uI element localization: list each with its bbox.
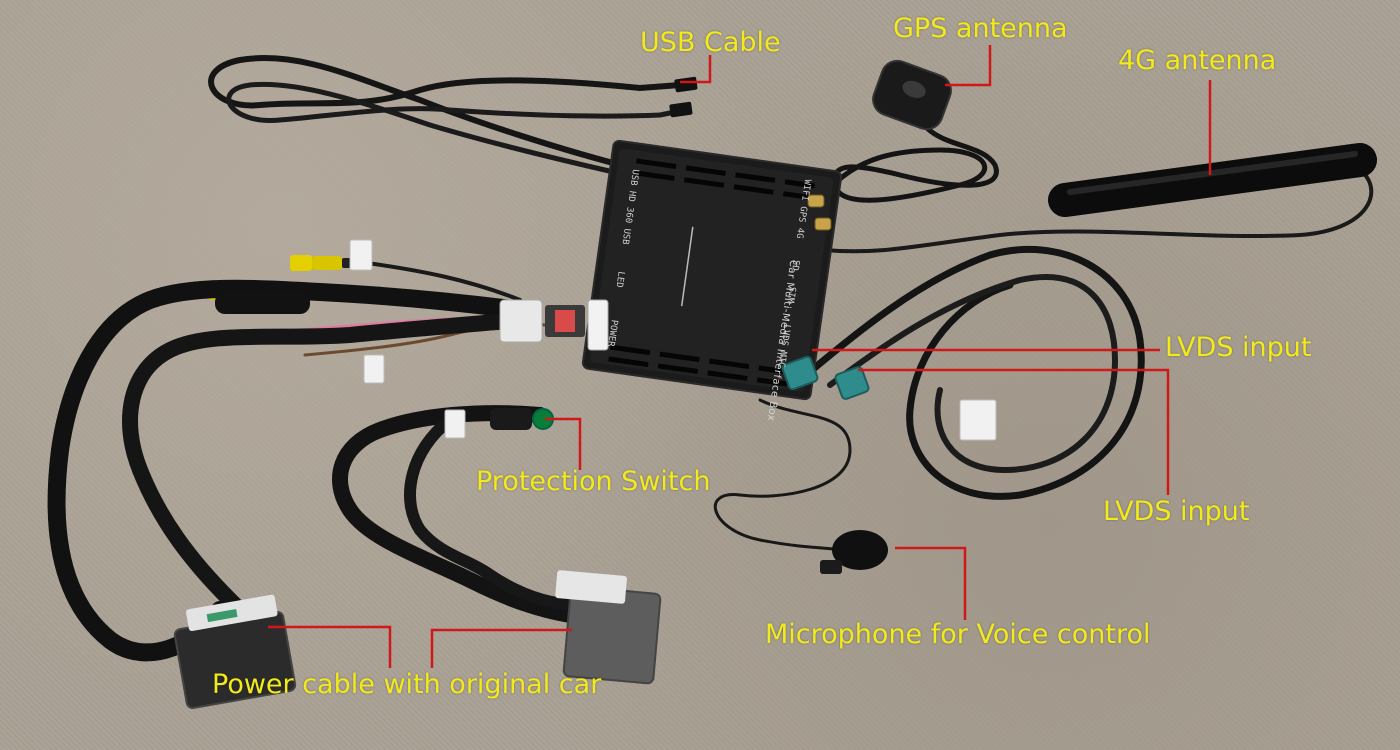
port-4g-label: 4G [793,226,806,240]
label-gps-antenna: GPS antenna [893,13,1068,44]
power-connector-block [499,299,609,351]
4g-antenna-stick [1048,143,1377,217]
port-sd-label: SD [789,259,801,272]
microphone-cable [713,398,852,552]
main-harness-b [122,312,528,648]
leader-usb [680,55,712,84]
lvds-cable-loop-a [796,245,1145,500]
label-lvds-input-1: LVDS input [1165,332,1312,363]
leader-lines [268,45,1212,668]
lvds-connectors [781,355,870,400]
rca-cable [358,260,522,302]
main-harness-c [332,405,578,623]
leader-power-left [268,625,392,668]
leader-power-right [430,628,572,668]
usb-connectors [669,76,698,118]
main-harness-d [404,414,586,611]
label-microphone: Microphone for Voice control [765,619,1151,650]
label-4g-antenna: 4G antenna [1118,45,1277,76]
leader-gps [945,45,992,87]
car-plug-left [173,594,297,709]
inline-fuse [215,292,310,314]
usb-cable-b [226,81,678,181]
microphone-body [820,530,888,574]
interface-box [581,139,843,401]
leader-protection [545,417,582,470]
protection-switch-connector [490,408,554,430]
gps-antenna-puck [872,59,952,131]
leader-mic [895,546,967,620]
label-lvds-input-2: LVDS input [1103,496,1250,527]
lvds-cable-loop-b [827,274,1118,473]
4g-cable [823,168,1374,254]
label-usb-cable: USB Cable [640,27,781,58]
main-harness-a [47,279,529,662]
leader-lvds-2 [858,368,1170,495]
sma-connectors [807,194,832,231]
label-protection-switch: Protection Switch [476,466,711,497]
label-power-cable: Power cable with original car [212,669,602,700]
car-plug-right [555,570,662,685]
usb-cable-a [208,55,683,173]
